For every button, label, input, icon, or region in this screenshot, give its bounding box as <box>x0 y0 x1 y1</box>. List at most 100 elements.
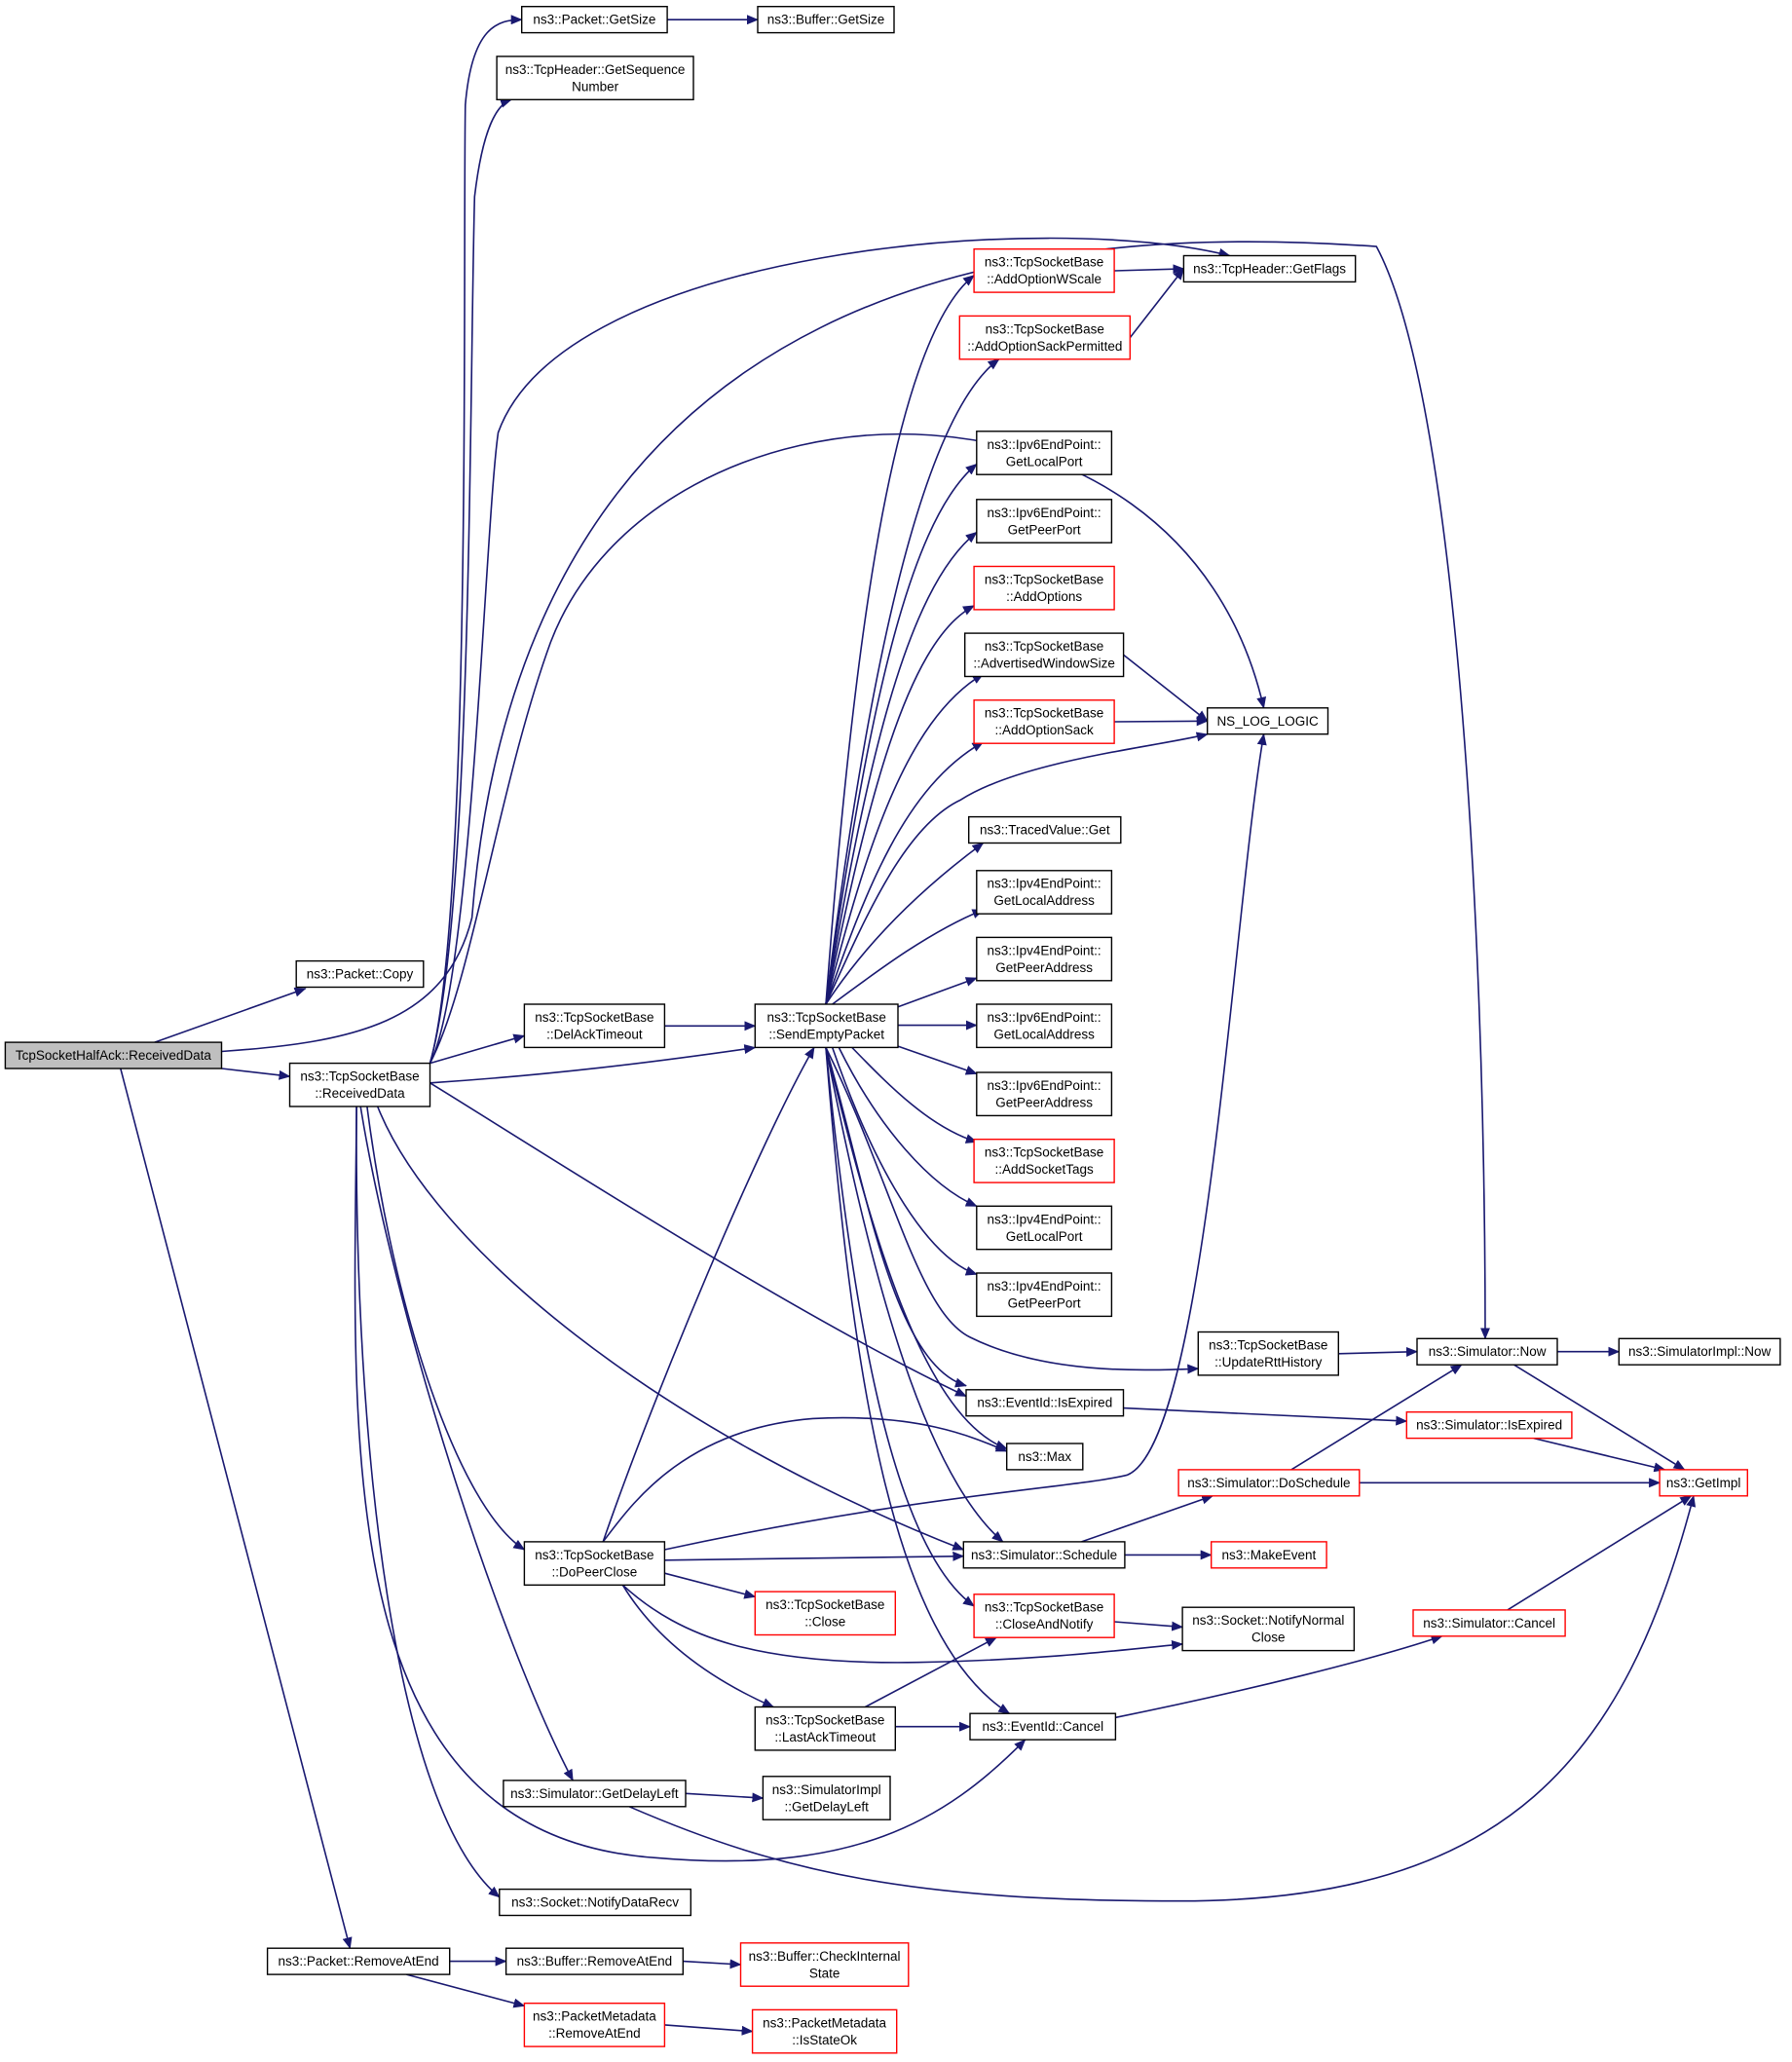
node-simulator-getdelayleft[interactable]: ns3::Simulator::GetDelayLeft <box>503 1780 687 1808</box>
node-tcpheader-getflags[interactable]: ns3::TcpHeader::GetFlags <box>1182 254 1357 283</box>
node-packetmetadata-isstateok[interactable]: ns3::PacketMetadata::IsStateOk <box>751 2008 898 2054</box>
edge-tsb-sendemptypacket-to-tsb-advwinsize <box>825 673 985 1005</box>
node-eventid-cancel[interactable]: ns3::EventId::Cancel <box>969 1712 1117 1741</box>
node-label-tsb-dopeerclose-1: ::DoPeerClose <box>552 1564 638 1579</box>
node-tsb-advwinsize[interactable]: ns3::TcpSocketBase::AdvertisedWindowSize <box>964 632 1125 678</box>
edge-simulator-getdelayleft-to-ns3-getimpl <box>628 1494 1697 1902</box>
node-ipv6ep-getlocaladdr[interactable]: ns3::Ipv6EndPoint::GetLocalAddress <box>976 1003 1113 1049</box>
node-tsb-receiveddata[interactable]: ns3::TcpSocketBase::ReceivedData <box>288 1062 431 1107</box>
node-ns-log-logic[interactable]: NS_LOG_LOGIC <box>1206 707 1329 735</box>
node-ns3-getimpl[interactable]: ns3::GetImpl <box>1659 1469 1748 1497</box>
node-label-buffer-checkinternalstate-0: ns3::Buffer::CheckInternal <box>749 1949 901 1964</box>
edge-tsb-dopeerclose-to-tsb-lastacktimeout <box>621 1584 775 1708</box>
node-tsb-close[interactable]: ns3::TcpSocketBase::Close <box>754 1591 896 1636</box>
node-box-simulator-now <box>1416 1337 1558 1366</box>
node-tracedvalue-get[interactable]: ns3::TracedValue::Get <box>968 815 1122 844</box>
node-tsb-dopeerclose[interactable]: ns3::TcpSocketBase::DoPeerClose <box>523 1541 666 1587</box>
node-label-tsb-receiveddata-0: ns3::TcpSocketBase <box>300 1069 419 1084</box>
edge-tsb-receiveddata-to-tcpheader-getflags <box>429 237 1231 1064</box>
node-label-ipv6ep-getpeeraddr-1: GetPeerAddress <box>995 1096 1093 1110</box>
node-eventid-isexpired[interactable]: ns3::EventId::IsExpired <box>965 1389 1125 1417</box>
node-label-root-0: TcpSocketHalfAck::ReceivedData <box>16 1048 212 1063</box>
node-box-socket-notifydatarecv <box>499 1888 691 1917</box>
node-tsb-addoptionwscale[interactable]: ns3::TcpSocketBase::AddOptionWScale <box>973 247 1115 293</box>
node-ns3-makeevent[interactable]: ns3::MakeEvent <box>1210 1541 1327 1569</box>
node-label-socket-notifynormalclose-0: ns3::Socket::NotifyNormal <box>1192 1613 1344 1628</box>
node-simulator-isexpired[interactable]: ns3::Simulator::IsExpired <box>1405 1410 1573 1440</box>
node-simulator-cancel[interactable]: ns3::Simulator::Cancel <box>1412 1609 1566 1637</box>
node-tsb-addoptionsackperm[interactable]: ns3::TcpSocketBase::AddOptionSackPermitt… <box>958 315 1131 360</box>
node-label-simulator-isexpired-0: ns3::Simulator::IsExpired <box>1416 1418 1562 1433</box>
node-label-ipv4ep-getlocaladdr-0: ns3::Ipv4EndPoint:: <box>988 877 1101 891</box>
node-box-eventid-isexpired <box>965 1389 1125 1417</box>
node-tsb-addoptionsack[interactable]: ns3::TcpSocketBase::AddOptionSack <box>973 699 1115 744</box>
node-label-ns-log-logic-0: NS_LOG_LOGIC <box>1216 714 1319 729</box>
node-label-packetmetadata-removeatend-1: ::RemoveAtEnd <box>548 2026 641 2041</box>
edge-eventid-cancel-to-simulator-cancel <box>1115 1634 1443 1719</box>
node-simulatorimpl-now[interactable]: ns3::SimulatorImpl::Now <box>1618 1337 1781 1366</box>
node-packet-removeatend[interactable]: ns3::Packet::RemoveAtEnd <box>266 1947 451 1975</box>
node-label-ipv4ep-getpeeraddr-0: ns3::Ipv4EndPoint:: <box>988 943 1101 957</box>
edge-tsb-receiveddata-to-simulator-schedule <box>376 1106 965 1551</box>
node-simulator-doschedule[interactable]: ns3::Simulator::DoSchedule <box>1177 1469 1361 1497</box>
node-simulator-now[interactable]: ns3::Simulator::Now <box>1416 1337 1558 1366</box>
node-label-tsb-advwinsize-0: ns3::TcpSocketBase <box>985 639 1103 654</box>
node-tsb-sendemptypacket[interactable]: ns3::TcpSocketBase::SendEmptyPacket <box>754 1003 899 1049</box>
node-label-ipv4ep-getpeerport-0: ns3::Ipv4EndPoint:: <box>988 1279 1101 1293</box>
node-label-ipv6ep-getlocalport-0: ns3::Ipv6EndPoint:: <box>988 437 1101 452</box>
edge-tsb-receiveddata-to-tsb-dopeerclose <box>366 1106 526 1551</box>
node-tsb-updatertthistory[interactable]: ns3::TcpSocketBase::UpdateRttHistory <box>1197 1331 1340 1376</box>
edge-tsb-receiveddata-to-tsb-sendemptypacket <box>429 1044 757 1084</box>
node-ns3-max[interactable]: ns3::Max <box>1005 1443 1084 1471</box>
node-label-buffer-removeatend-0: ns3::Buffer::RemoveAtEnd <box>517 1954 673 1968</box>
node-packetmetadata-removeatend[interactable]: ns3::PacketMetadata::RemoveAtEnd <box>523 2002 666 2047</box>
node-ipv4ep-getpeerport[interactable]: ns3::Ipv4EndPoint::GetPeerPort <box>976 1272 1113 1318</box>
node-ipv4ep-getpeeraddr[interactable]: ns3::Ipv4EndPoint::GetPeerAddress <box>976 936 1113 982</box>
edge-root-to-packet-copy <box>154 987 307 1043</box>
node-tsb-closeandnotify[interactable]: ns3::TcpSocketBase::CloseAndNotify <box>973 1593 1115 1638</box>
node-ipv6ep-getpeeraddr[interactable]: ns3::Ipv6EndPoint::GetPeerAddress <box>976 1071 1113 1117</box>
node-tsb-lastacktimeout[interactable]: ns3::TcpSocketBase::LastAckTimeout <box>754 1706 896 1751</box>
node-box-tracedvalue-get <box>968 815 1122 844</box>
node-box-simulator-isexpired <box>1405 1410 1573 1440</box>
node-label-tracedvalue-get-0: ns3::TracedValue::Get <box>980 823 1110 838</box>
node-box-tsb-addsockettags <box>973 1138 1115 1183</box>
node-label-tsb-addoptionsackperm-0: ns3::TcpSocketBase <box>986 321 1104 336</box>
node-box-packet-copy <box>295 959 425 989</box>
node-box-simulator-schedule <box>962 1541 1126 1569</box>
edge-tsb-sendemptypacket-to-tsb-addoptionsack <box>825 741 985 1005</box>
node-box-tsb-addoptions <box>973 565 1115 611</box>
node-box-tsb-addoptionsackperm <box>958 315 1131 360</box>
node-label-tsb-addsockettags-0: ns3::TcpSocketBase <box>985 1145 1103 1160</box>
node-ipv4ep-getlocaladdr[interactable]: ns3::Ipv4EndPoint::GetLocalAddress <box>976 870 1113 915</box>
node-tsb-delacktimeout[interactable]: ns3::TcpSocketBase::DelAckTimeout <box>523 1003 666 1049</box>
node-packet-copy[interactable]: ns3::Packet::Copy <box>295 959 425 989</box>
node-label-tsb-addoptions-1: ::AddOptions <box>1006 589 1082 604</box>
node-box-tsb-closeandnotify <box>973 1593 1115 1638</box>
node-simulatorimpl-getdelayleft[interactable]: ns3::SimulatorImpl::GetDelayLeft <box>762 1776 891 1820</box>
node-buffer-removeatend[interactable]: ns3::Buffer::RemoveAtEnd <box>504 1947 684 1975</box>
node-tsb-addoptions[interactable]: ns3::TcpSocketBase::AddOptions <box>973 565 1115 611</box>
node-label-simulator-getdelayleft-0: ns3::Simulator::GetDelayLeft <box>510 1786 679 1801</box>
node-simulator-schedule[interactable]: ns3::Simulator::Schedule <box>962 1541 1126 1569</box>
node-box-tcpheader-getseq <box>496 56 694 101</box>
node-label-tsb-close-0: ns3::TcpSocketBase <box>765 1597 884 1612</box>
node-ipv6ep-getpeerport[interactable]: ns3::Ipv6EndPoint::GetPeerPort <box>976 499 1113 544</box>
edge-tsb-receiveddata-to-simulator-getdelayleft <box>359 1106 574 1781</box>
node-root[interactable]: TcpSocketHalfAck::ReceivedData <box>4 1041 223 1069</box>
node-socket-notifydatarecv[interactable]: ns3::Socket::NotifyDataRecv <box>499 1888 691 1917</box>
node-box-tsb-dopeerclose <box>523 1541 666 1587</box>
edge-simulator-cancel-to-ns3-getimpl <box>1507 1495 1693 1611</box>
node-ipv4ep-getlocalport[interactable]: ns3::Ipv4EndPoint::GetLocalPort <box>976 1205 1113 1251</box>
node-label-packet-getsize-0: ns3::Packet::GetSize <box>533 13 655 27</box>
edge-tsb-sendemptypacket-to-tsb-closeandnotify <box>825 1047 975 1607</box>
node-ipv6ep-getlocalport[interactable]: ns3::Ipv6EndPoint::GetLocalPort <box>976 431 1113 475</box>
edge-tsb-sendemptypacket-to-simulator-schedule <box>825 1047 1004 1543</box>
edge-buffer-removeatend-to-buffer-checkinternalstate <box>683 1959 742 1969</box>
node-tsb-addsockettags[interactable]: ns3::TcpSocketBase::AddSocketTags <box>973 1138 1115 1183</box>
node-packet-getsize[interactable]: ns3::Packet::GetSize <box>521 5 668 34</box>
node-buffer-getsize[interactable]: ns3::Buffer::GetSize <box>757 5 895 34</box>
